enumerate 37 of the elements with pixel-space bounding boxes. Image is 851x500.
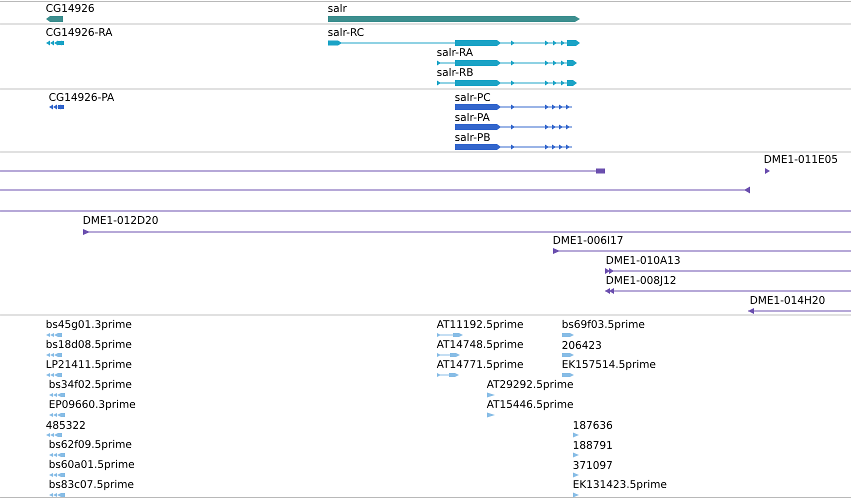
feature-label: bs62f09.5prime [50,440,132,450]
feature-label: AT14748.5prime [436,340,523,350]
feature-label: bs83c07.5prime [50,480,134,490]
feature-label: AT29292.5prime [486,380,573,390]
feature-label: DME1-014H20 [750,296,825,304]
feature-label: DME1-008J12 [606,276,676,286]
feature-label: bs60a01.5prime [50,460,134,470]
feature-label: 188791 [574,441,612,449]
feature-label: DME1-010A13 [606,256,680,264]
feature-label: CG14926-PA [49,93,114,101]
feature-label: 485322 [46,421,85,429]
feature-label: DME1-011E05 [764,155,838,163]
feature-label: EP09660.3prime [50,400,136,410]
feature-label: salr-RC [328,28,364,36]
feature-label: salr-PA [455,112,490,122]
feature-label: DME1-006I17 [554,236,623,244]
feature-label: AT14771.5prime [436,360,523,370]
feature-label: salr-PC [455,92,490,102]
feature-label: bs18d08.5prime [46,340,132,350]
feature-label: AT11192.5prime [436,320,523,330]
feature-label: DME1-012D20 [84,216,158,224]
feature-label: AT15446.5prime [486,400,573,410]
feature-label: LP21411.5prime [46,360,132,370]
feature-label: salr [328,4,347,12]
feature-label: 206423 [562,341,601,349]
feature-label: CG14926-RA [46,28,112,36]
feature-label: salr-RA [437,48,473,56]
feature-label: EK131423.5prime [574,480,666,490]
feature-label: bs45g01.3prime [46,320,132,330]
feature-label: bs34f02.5prime [50,380,132,390]
feature-label: CG14926 [46,4,94,12]
feature-label: EK157514.5prime [562,360,656,370]
feature-label: salr-PB [455,132,490,142]
feature-label: salr-RB [437,68,473,76]
feature-label: 371097 [574,461,612,469]
feature-label: bs69f03.5prime [562,320,644,330]
feature-label: 187636 [574,421,612,429]
